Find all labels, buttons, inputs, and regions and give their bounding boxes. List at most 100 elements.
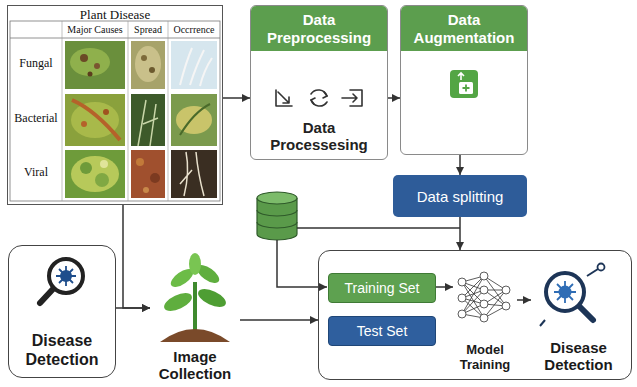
disease-photo xyxy=(65,150,125,198)
detection-icon xyxy=(579,306,593,320)
disease-photo xyxy=(103,109,109,115)
disease-photo xyxy=(80,162,92,174)
disease-photo xyxy=(171,41,217,89)
disease-photo xyxy=(149,67,155,73)
dataset-box: Test Set xyxy=(328,316,436,346)
disease-photo xyxy=(65,94,125,146)
processing-icons xyxy=(342,94,357,102)
disease-photo xyxy=(143,187,149,193)
network-icon xyxy=(462,276,506,318)
disease-photo xyxy=(72,100,120,140)
disease-photo xyxy=(176,106,212,134)
processing-icons xyxy=(276,90,362,106)
network-icon xyxy=(458,272,510,322)
detection-icon xyxy=(598,264,605,271)
disease-photo xyxy=(71,156,119,192)
disease-photo xyxy=(141,55,147,61)
disease-photo xyxy=(135,46,161,82)
detection-icon xyxy=(546,273,584,311)
database-icon xyxy=(257,192,297,240)
pipeline-group: Training SetTest SetModel Training Diseas… xyxy=(318,250,632,380)
augmentation-icon xyxy=(450,70,478,98)
disease-table xyxy=(62,21,63,201)
database-line xyxy=(277,240,327,287)
disease-photo xyxy=(171,94,217,146)
disease-photo xyxy=(138,100,158,146)
disease-table xyxy=(128,21,129,201)
connector-group xyxy=(116,98,531,320)
connector-arrow xyxy=(240,319,318,321)
disease-photo xyxy=(88,72,93,77)
row-label: Fungal xyxy=(10,57,62,71)
augmentation-icon xyxy=(458,73,464,80)
node-body: Data Processesing xyxy=(251,119,387,160)
node-title: Training Set xyxy=(342,280,423,296)
plant-icon xyxy=(161,289,194,314)
augmentation-icon xyxy=(463,85,470,92)
dataset-box: Training Set xyxy=(328,273,436,303)
connector-arrow xyxy=(436,286,453,288)
table-header: Occrrence xyxy=(168,24,220,36)
network-icon xyxy=(502,286,510,294)
disease-photo xyxy=(131,41,165,89)
plant-icon xyxy=(160,329,230,342)
connector-arrow xyxy=(116,307,150,309)
database-icon xyxy=(257,210,297,228)
processing-icons xyxy=(276,90,292,106)
disease-photo xyxy=(131,150,165,198)
disease-photo xyxy=(81,121,87,127)
disease-photo xyxy=(94,63,100,69)
plant-icon xyxy=(193,282,197,336)
detection-icon xyxy=(540,264,605,327)
detection-icon xyxy=(554,281,576,303)
disease-photo xyxy=(150,173,160,183)
connector-arrow xyxy=(123,205,150,308)
connector-arrow xyxy=(388,97,400,99)
magnifier-icon xyxy=(60,270,72,282)
table-header: Major Causes xyxy=(62,24,128,36)
disease-photo xyxy=(65,41,125,89)
node-title: Data Preprocessing xyxy=(251,6,387,51)
disease-photo xyxy=(80,54,88,62)
node-title: Data splitting xyxy=(413,188,508,205)
node-title: Model Training xyxy=(453,343,517,375)
disease-photo xyxy=(180,48,212,86)
magnifier-icon xyxy=(40,289,53,303)
detection-icon xyxy=(587,269,598,276)
connector-arrow xyxy=(459,155,461,175)
network-icon xyxy=(502,302,510,310)
icon-box: Disease Detection xyxy=(8,245,116,378)
connector-arrow xyxy=(459,217,461,250)
disease-photo xyxy=(171,150,217,198)
network-icon xyxy=(480,300,488,308)
processing-icons xyxy=(323,92,327,98)
network-icon xyxy=(458,310,466,318)
magnifier-icon xyxy=(49,259,83,293)
disease-photo xyxy=(95,173,109,187)
magnifier-icon xyxy=(56,266,76,286)
table-header: Spread xyxy=(128,24,168,36)
icon-node: Disease Detection xyxy=(531,269,626,375)
disease-photo xyxy=(65,41,217,198)
node-title: Image Collection xyxy=(150,348,240,385)
processing-icons xyxy=(311,98,315,104)
network-icon xyxy=(458,278,466,286)
plant-icon xyxy=(160,253,230,342)
database-icon xyxy=(257,192,297,204)
disease-photo xyxy=(180,104,210,135)
disease-photo xyxy=(136,158,144,166)
plant-icon xyxy=(189,253,201,275)
network-icon xyxy=(480,272,488,280)
processing-icons xyxy=(278,92,289,103)
row-label: Bacterial xyxy=(10,112,62,126)
node-title: Disease Detection xyxy=(9,332,115,377)
node-title: Disease Detection xyxy=(531,339,626,376)
disease-table xyxy=(10,21,220,201)
disease-photo xyxy=(131,94,165,146)
disease-photo xyxy=(100,160,108,168)
network-icon xyxy=(458,294,466,302)
magnifier-icon xyxy=(40,259,83,303)
process-box: Data splitting xyxy=(393,175,527,217)
detection-icon xyxy=(559,286,572,299)
